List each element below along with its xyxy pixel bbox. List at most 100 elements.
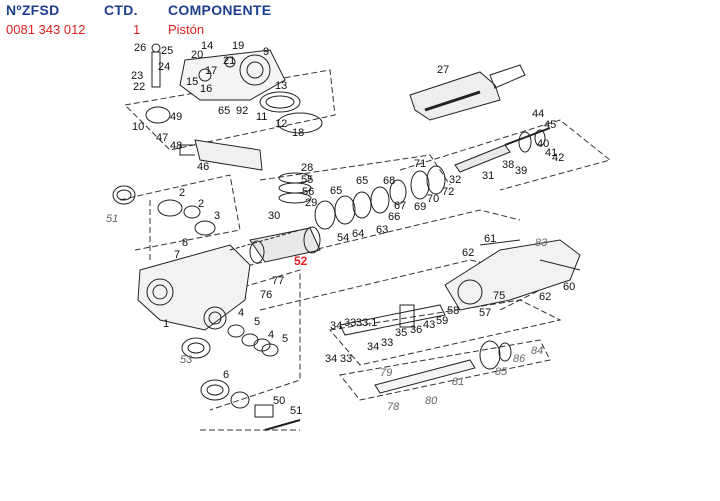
part-label: 2 [198,198,204,210]
part-label: 65 [218,105,230,117]
part-label: 70 [427,193,439,205]
part-label: 19 [232,40,244,52]
part-label: 72 [442,186,454,198]
part-label: 10 [132,121,144,133]
part-label: 51 [290,405,302,417]
seal-rings [112,165,446,236]
part-label: 20 [191,49,203,61]
part-label: 33 [340,353,352,365]
part-label: 86 [513,353,526,365]
part-label: 63 [376,224,388,236]
part-label: 49 [170,111,182,123]
part-label: 59 [436,315,448,327]
part-label: 79 [380,367,392,379]
part-label: 21 [223,55,235,67]
part-label: 62 [539,291,551,303]
header-qty: CTD. [104,2,138,18]
part-label: 36 [410,324,422,336]
part-label: 27 [437,64,449,76]
part-label: 5 [282,333,288,345]
part-label: 22 [133,81,145,93]
part-label: 67 [394,200,406,212]
part-label: 5 [254,316,260,328]
worm-shaft-assembly [409,64,551,173]
part-label: 33 [381,337,393,349]
part-label: 2 [179,187,185,199]
part-label: 23 [131,70,143,82]
part-label: 38 [502,159,514,171]
part-label: 9 [263,46,269,58]
part-label: 92 [236,105,248,117]
selected-part-name[interactable]: Pistón [168,22,205,37]
part-label: 85 [495,366,508,378]
part-label: 29 [305,197,317,209]
part-label: 41 [545,147,557,159]
part-label: 26 [134,42,146,54]
part-label: 58 [447,305,459,317]
part-label: 64 [352,228,364,240]
part-label: 39 [515,165,527,177]
part-label: 42 [552,152,564,164]
part-label: 62 [462,247,474,259]
part-label: 35 [395,327,407,339]
part-label: 77 [272,275,284,287]
part-label: 81 [452,376,464,388]
part-label: 34 [325,353,337,365]
part-label: 53 [180,354,193,366]
part-label: 80 [425,395,438,407]
part-label: 7 [174,249,180,261]
diagram-drawing [112,43,612,431]
part-label: 61 [484,233,496,245]
part-label: 46 [197,161,209,173]
part-label: 31 [482,170,494,182]
part-label: 12 [275,118,287,130]
part-label: 11 [256,111,267,123]
part-label: 51 [106,213,118,225]
part-label: 71 [414,158,426,170]
part-label: 34 [330,320,342,332]
part-label: 75 [493,290,505,302]
part-label-52-selected[interactable]: 52 [294,254,308,268]
part-label: 60 [563,281,575,293]
part-label: 56 [302,186,314,198]
part-label: 34 [367,341,379,353]
part-label: 84 [531,345,543,357]
part-label: 47 [156,132,168,144]
sector-shaft [339,304,512,394]
part-label: 33.1 [356,317,377,329]
part-label: 40 [537,138,549,150]
selected-part-code[interactable]: 0081 343 012 [6,22,86,37]
input-shaft [145,106,263,171]
part-label: 25 [161,45,173,57]
part-label: 50 [273,395,285,407]
part-label: 15 [186,76,198,88]
piston-part [249,226,321,264]
part-label: 33 [344,317,356,329]
part-label: 14 [201,40,213,52]
part-label: 6 [223,369,229,381]
part-label: 69 [414,201,426,213]
part-label: 13 [275,80,287,92]
part-label: 44 [532,108,544,120]
part-label: 66 [388,211,400,223]
header-code: NºZFSD [6,2,60,18]
part-label: 76 [260,289,272,301]
cover-housing [444,239,581,311]
gear-housing [137,229,301,331]
part-label: 78 [387,401,400,413]
part-label: 54 [337,232,349,244]
part-label: 3 [214,210,220,222]
part-label: 17 [205,65,217,77]
part-label: 8 [182,237,188,249]
part-label: 57 [479,307,491,319]
part-label: 65 [330,185,342,197]
part-label: 45 [544,119,556,131]
part-label: 83 [535,237,548,249]
part-label: 43 [423,319,435,331]
lower-bearings [181,324,301,431]
part-label: 4 [238,307,244,319]
part-label: 32 [449,174,461,186]
part-label: 16 [200,83,212,95]
